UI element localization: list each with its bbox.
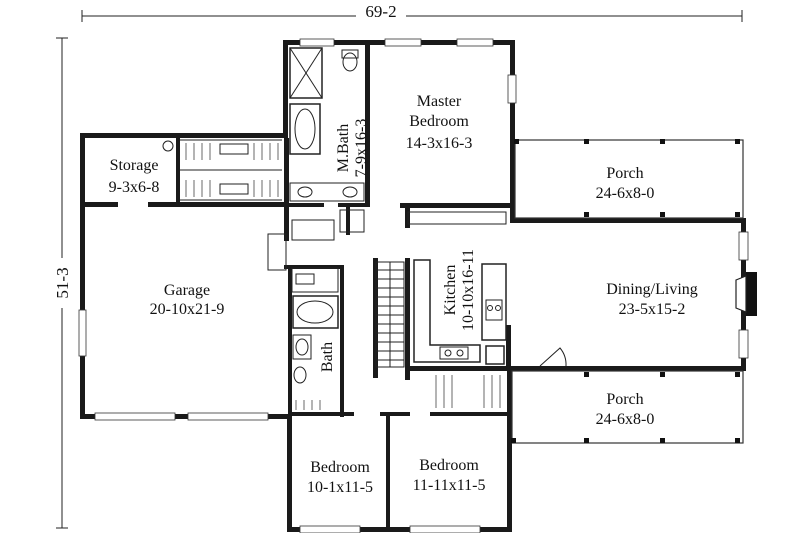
bedroom-right-name: Bedroom	[419, 457, 479, 474]
dining-living-size: 23-5x15-2	[619, 301, 686, 318]
fireplace	[735, 272, 757, 316]
room-bedroom-right: Bedroom 11-11x11-5	[413, 457, 486, 494]
room-porch-top: Porch 24-6x8-0	[596, 165, 655, 202]
bath-name: Bath	[319, 342, 336, 372]
bedroom-right-size: 11-11x11-5	[413, 477, 486, 494]
master-bedroom-size: 14-3x16-3	[406, 135, 473, 152]
doors	[267, 233, 567, 367]
garage-size: 20-10x21-9	[150, 301, 225, 318]
room-master-bedroom: Master Bedroom 14-3x16-3	[406, 93, 473, 152]
porch-bottom	[511, 370, 744, 444]
kitchen-counters	[407, 211, 507, 365]
master-bath-size: 7-9x16-3	[353, 119, 370, 178]
room-master-bath: M.Bath 7-9x16-3	[335, 119, 370, 178]
master-bath-fixtures	[289, 47, 365, 202]
room-kitchen: Kitchen 10-10x16-11	[442, 249, 477, 331]
garage-name: Garage	[164, 282, 210, 299]
porch-bottom-name: Porch	[606, 391, 643, 408]
porch-top-size: 24-6x8-0	[596, 185, 655, 202]
storage-size: 9-3x6-8	[109, 179, 160, 196]
kitchen-size: 10-10x16-11	[460, 249, 477, 331]
bedroom-left-name: Bedroom	[310, 459, 370, 476]
windows	[78, 38, 749, 533]
room-dining-living: Dining/Living 23-5x15-2	[606, 281, 698, 318]
room-bath: Bath	[319, 342, 336, 372]
kitchen-name: Kitchen	[442, 265, 459, 316]
dining-living-name: Dining/Living	[606, 281, 698, 298]
storage-name: Storage	[110, 157, 159, 174]
stairs	[375, 261, 405, 368]
hall-bath-fixtures	[291, 209, 365, 384]
bedroom-left-size: 10-1x11-5	[307, 479, 373, 496]
master-bath-name: M.Bath	[335, 124, 352, 172]
depth-dimension: 51-3	[52, 37, 72, 529]
room-porch-bottom: Porch 24-6x8-0	[596, 391, 655, 428]
room-garage: Garage 20-10x21-9	[150, 282, 225, 318]
width-dimension: 69-2	[81, 2, 743, 22]
closets	[162, 139, 501, 410]
master-bedroom-name-line2: Bedroom	[409, 113, 469, 130]
porch-top-name: Porch	[606, 165, 643, 182]
porch-bottom-size: 24-6x8-0	[596, 411, 655, 428]
overall-width-label: 69-2	[365, 2, 396, 21]
room-storage: Storage 9-3x6-8	[109, 157, 160, 196]
porch-top	[514, 139, 744, 219]
master-bedroom-name-line1: Master	[417, 93, 462, 110]
overall-depth-label: 51-3	[53, 267, 72, 298]
room-bedroom-left: Bedroom 10-1x11-5	[307, 459, 373, 496]
